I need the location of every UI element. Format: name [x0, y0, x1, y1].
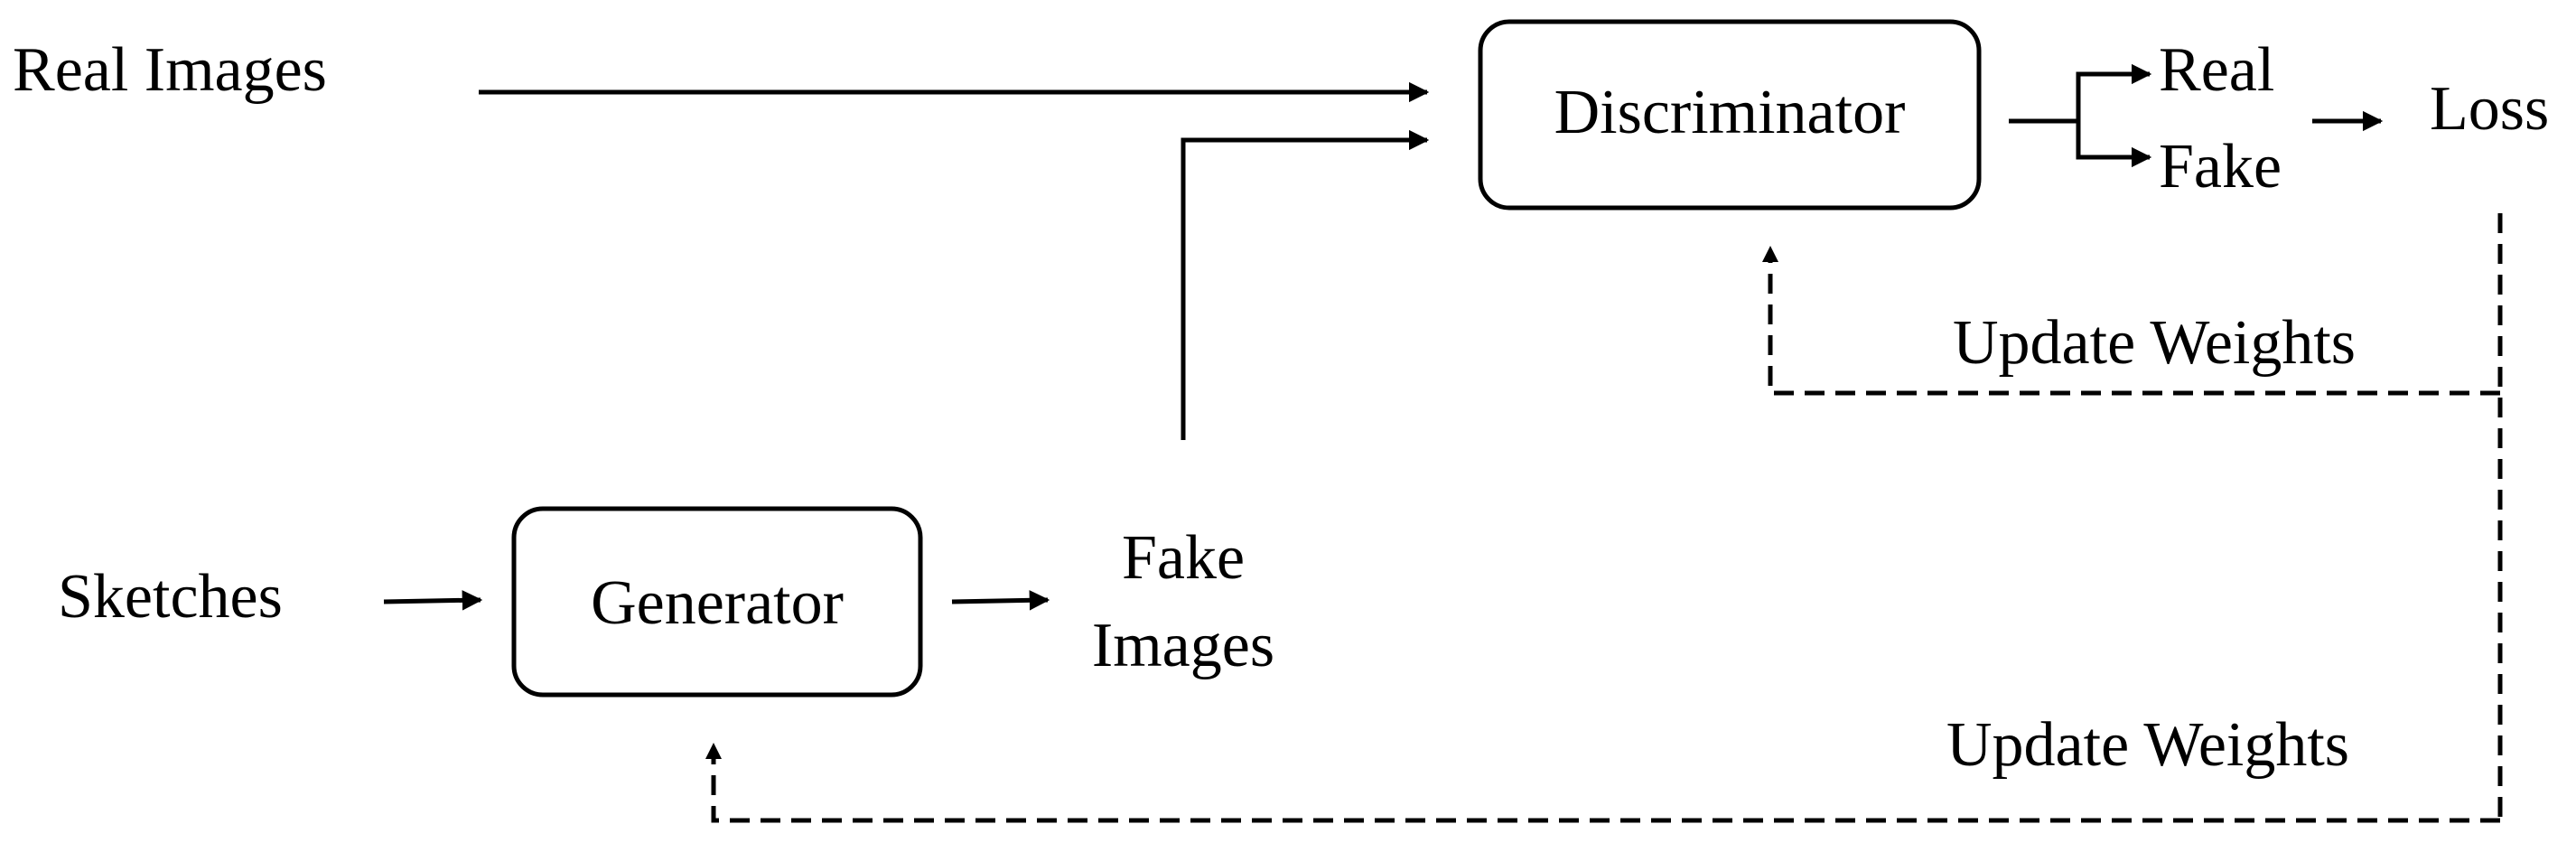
loss-label: Loss	[2430, 74, 2549, 144]
real-images-label: Real Images	[13, 35, 327, 105]
discriminator-update-arrowhead	[1762, 246, 1778, 262]
discriminator-label: Discriminator	[1554, 78, 1906, 147]
generator-to-fake-images-arrow	[951, 590, 1050, 611]
output-branch-fake-arrow	[2076, 121, 2152, 168]
generator-label: Generator	[591, 568, 844, 638]
generator-update-weights-path	[711, 755, 2500, 823]
update-weights-discriminator-label: Update Weights	[1953, 308, 2356, 378]
output-branch-real-arrow	[2076, 63, 2152, 121]
discriminator-box	[1478, 19, 1982, 211]
generator-box	[511, 506, 923, 698]
sketches-to-generator-arrow	[383, 590, 483, 611]
update-weights-generator-label: Update Weights	[1946, 710, 2349, 780]
fake-images-label-line1: Fake	[1122, 523, 1245, 593]
sketches-label: Sketches	[58, 562, 283, 632]
fake-output-label: Fake	[2159, 132, 2282, 201]
generator-update-arrowhead	[705, 743, 722, 759]
real-output-label: Real	[2159, 35, 2274, 105]
fake-images-to-discriminator-arrow	[1181, 129, 1430, 440]
fake-images-label-line2: Images	[1092, 611, 1274, 680]
